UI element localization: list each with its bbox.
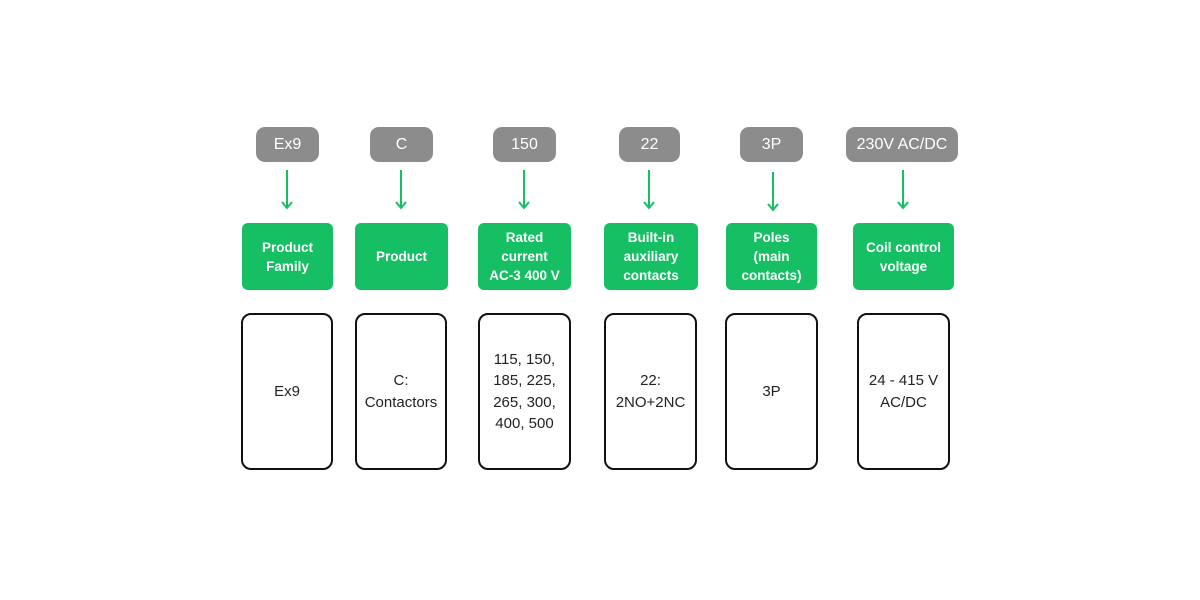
value-box-aux-contacts: 22: 2NO+2NC bbox=[604, 313, 697, 470]
code-pill-family: Ex9 bbox=[256, 127, 319, 162]
value-box-family: Ex9 bbox=[241, 313, 333, 470]
value-box-current: 115, 150, 185, 225, 265, 300, 400, 500 bbox=[478, 313, 571, 470]
arrow-down-icon bbox=[895, 168, 911, 212]
label-box-poles: Poles (main contacts) bbox=[726, 223, 817, 290]
value-box-coil-voltage: 24 - 415 V AC/DC bbox=[857, 313, 950, 470]
code-pill-aux-contacts: 22 bbox=[619, 127, 680, 162]
arrow-down-icon bbox=[393, 168, 409, 212]
code-pill-coil-voltage: 230V AC/DC bbox=[846, 127, 958, 162]
code-pill-poles: 3P bbox=[740, 127, 803, 162]
arrow-down-icon bbox=[765, 170, 781, 214]
label-box-aux-contacts: Built-in auxiliary contacts bbox=[604, 223, 698, 290]
arrow-down-icon bbox=[641, 168, 657, 212]
code-pill-current: 150 bbox=[493, 127, 556, 162]
arrow-down-icon bbox=[516, 168, 532, 212]
label-box-family: Product Family bbox=[242, 223, 333, 290]
label-box-coil-voltage: Coil control voltage bbox=[853, 223, 954, 290]
value-box-product: C: Contactors bbox=[355, 313, 447, 470]
value-box-poles: 3P bbox=[725, 313, 818, 470]
arrow-down-icon bbox=[279, 168, 295, 212]
label-box-current: Rated current AC-3 400 V bbox=[478, 223, 571, 290]
label-box-product: Product bbox=[355, 223, 448, 290]
code-pill-product: C bbox=[370, 127, 433, 162]
